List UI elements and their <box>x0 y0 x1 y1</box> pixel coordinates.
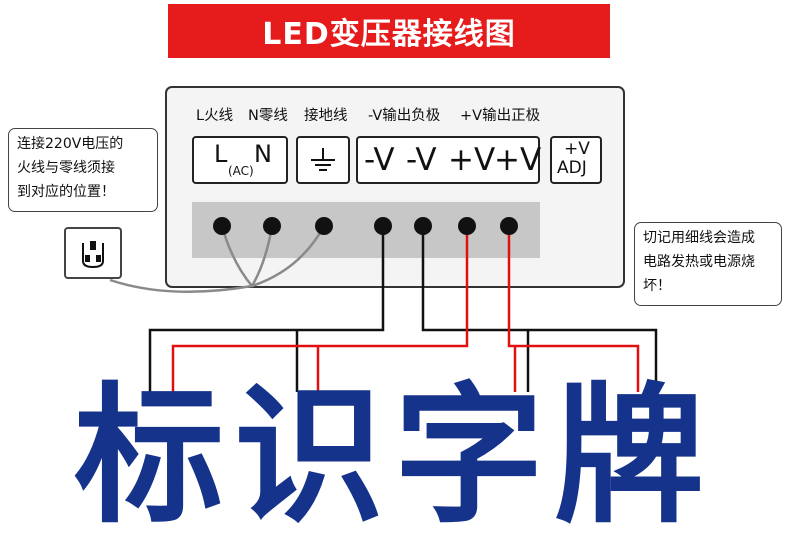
outlet-face <box>82 241 104 269</box>
black-wire-neg-1 <box>148 226 385 392</box>
sign-text: 标识字牌 <box>73 370 714 544</box>
red-wire-pos-1 <box>171 226 469 392</box>
black-wire-neg-2 <box>421 226 658 392</box>
screw-ground <box>315 217 333 235</box>
adj-plus-v: +V <box>564 139 590 159</box>
ac-terminal-box: L N (AC) <box>192 136 288 184</box>
terminal-n: N <box>254 140 272 168</box>
left-note-line-2: 火线与零线须接 <box>17 160 115 176</box>
terminal-ac: (AC) <box>228 164 254 178</box>
terminal-pos-1: +V <box>448 142 496 178</box>
output-terminal-box: -V -V +V +V <box>356 136 542 184</box>
ground-icon <box>311 148 335 171</box>
right-note-line-1: 切记用细线会造成 <box>643 230 755 246</box>
gray-wire-live <box>109 225 255 293</box>
terminal-neg-1: -V <box>364 142 395 178</box>
right-note-line-2: 电路发热或电源烧 <box>643 254 755 270</box>
title-text: LED变压器接线图 <box>262 17 516 52</box>
left-note-line-1: 连接220V电压的 <box>17 136 124 152</box>
screw-l <box>213 217 231 235</box>
label-live: L火线 <box>196 108 234 124</box>
ground-terminal-box <box>296 136 350 184</box>
screw-n <box>263 217 281 235</box>
right-note: 切记用细线会造成 电路发热或电源烧 坏！ <box>634 222 782 306</box>
terminal-pos-2: +V <box>494 142 542 178</box>
screw-pos-1 <box>458 217 476 235</box>
right-note-line-3: 坏！ <box>643 278 671 294</box>
label-pos-out: +V输出正极 <box>460 108 541 124</box>
title-banner: LED变压器接线图 <box>168 4 610 58</box>
power-outlet-icon <box>64 227 122 279</box>
label-neutral: N零线 <box>248 108 288 124</box>
gray-wire-ground <box>251 225 326 288</box>
red-wire-pos-2 <box>507 226 640 392</box>
terminal-l: L <box>214 140 228 168</box>
left-note-line-3: 到对应的位置！ <box>17 184 115 200</box>
label-neg-out: -V输出负极 <box>368 108 441 124</box>
terminal-neg-2: -V <box>406 142 437 178</box>
screw-pos-2 <box>500 217 518 235</box>
screw-neg-1 <box>374 217 392 235</box>
label-ground: 接地线 <box>304 108 348 124</box>
adj-label: ADJ <box>557 158 587 178</box>
screw-neg-2 <box>414 217 432 235</box>
terminal-strip <box>192 202 540 258</box>
adj-terminal-box: +V ADJ <box>550 136 602 184</box>
left-note: 连接220V电压的 火线与零线须接 到对应的位置！ <box>8 128 158 212</box>
gray-wire-neutral <box>250 225 274 287</box>
